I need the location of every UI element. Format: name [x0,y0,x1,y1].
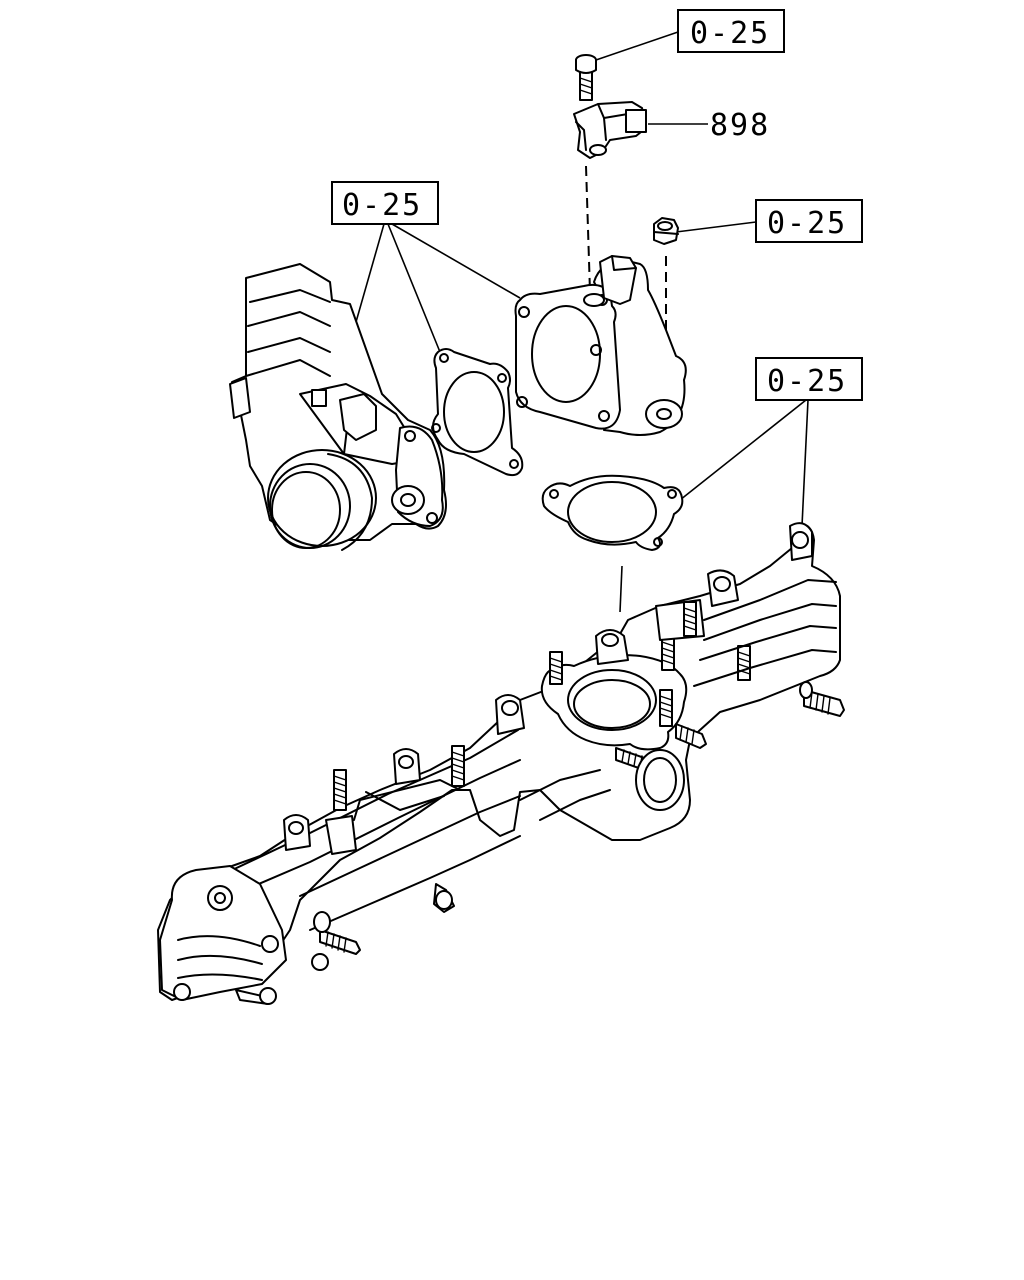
callout-sensor-part-text: 898 [710,108,770,143]
throttle-adapter-elbow [514,255,687,436]
flange-bolt [575,54,597,101]
leader-lines [335,31,809,613]
callout-ref-left-text: 0-25 [342,188,422,223]
hex-nut [653,217,679,245]
callout-ref-top[interactable]: 0-25 [677,9,785,53]
callout-ref-top-text: 0-25 [690,16,770,51]
studs-center [549,635,675,727]
callout-sensor-part[interactable]: 898 [710,108,770,143]
callout-ref-right-upper-text: 0-25 [767,206,847,241]
callout-ref-right-upper[interactable]: 0-25 [755,199,863,243]
callout-ref-right-lower-text: 0-25 [767,364,847,399]
gasket-upper [431,348,524,477]
callout-ref-right-lower[interactable]: 0-25 [755,357,863,401]
gasket-lower [541,474,684,551]
intake-manifold [157,522,845,1005]
map-sensor [573,101,647,159]
throttle-body [229,263,447,551]
callout-ref-left[interactable]: 0-25 [331,181,439,225]
